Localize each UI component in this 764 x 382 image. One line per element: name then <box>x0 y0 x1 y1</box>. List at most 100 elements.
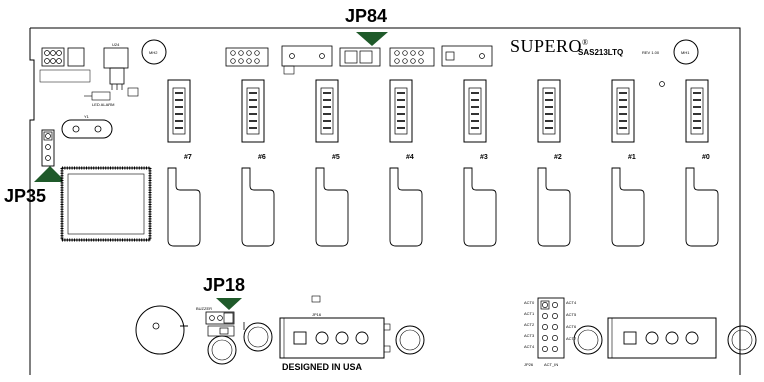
act-header-pin <box>542 324 548 330</box>
act-header-pin <box>552 324 558 330</box>
drive-bay-2 <box>315 79 349 247</box>
controller-chip <box>60 166 152 242</box>
bay-label: #0 <box>702 154 710 161</box>
act-label-right: ACT4 <box>566 300 577 305</box>
designed-in-usa: DESIGNED IN USA <box>282 362 363 372</box>
power-connector-left <box>279 295 391 359</box>
label-y1: Y1 <box>84 114 89 119</box>
callout-jp35: JP35 <box>4 186 47 206</box>
act-label-right: ACT7 <box>566 336 577 341</box>
act-label-right: ACT6 <box>566 324 577 329</box>
label-buzzer: BUZZER <box>196 306 212 311</box>
bay-slot <box>167 167 201 247</box>
mount-hole-mh2 <box>141 39 167 65</box>
label-act-in: ACT_IN <box>544 362 559 367</box>
act-label-right: ACT5 <box>566 312 577 317</box>
drive-bays <box>167 79 719 247</box>
bay-label: #5 <box>332 154 340 161</box>
act-label-left: ACT3 <box>524 333 535 338</box>
jumper-jp35 <box>41 129 55 167</box>
bay-slot <box>241 167 275 247</box>
capacitor-c4 <box>395 325 425 355</box>
sas-connector-inner <box>172 87 186 135</box>
sas-connector <box>389 79 413 143</box>
bay-slot <box>685 167 719 247</box>
jp18-marker <box>216 298 242 310</box>
drive-bay-6 <box>611 79 645 247</box>
model-label: SAS213LTQ <box>578 48 624 57</box>
sas-connector <box>685 79 709 143</box>
registered-mark: ® <box>582 38 589 47</box>
bay-label: #6 <box>258 154 266 161</box>
mount-hole-small <box>659 81 665 87</box>
bay-label: #4 <box>406 154 414 161</box>
chip-u24 <box>103 47 129 90</box>
act-header-pin <box>542 313 548 319</box>
act-header-pin <box>552 346 558 352</box>
capacitors-left <box>207 322 273 365</box>
act-label-left: ACT4 <box>524 344 535 349</box>
drive-bay-4 <box>463 79 497 247</box>
sas-connector-inner <box>616 87 630 135</box>
act-header-pin <box>542 302 548 308</box>
bay-slot <box>463 167 497 247</box>
drive-bay-7 <box>685 79 719 247</box>
sas-connector-inner <box>246 87 260 135</box>
callout-jp84: JP84 <box>345 6 388 26</box>
sas-connector <box>167 79 191 143</box>
act-label-left: ACT2 <box>524 322 535 327</box>
drive-bay-0 <box>167 79 201 247</box>
label-u24: U24 <box>112 42 120 47</box>
act-header-pin <box>552 335 558 341</box>
crystal-y1 <box>61 119 113 139</box>
act-header-pin <box>542 335 548 341</box>
bay-label: #3 <box>480 154 488 161</box>
bay-slot <box>537 167 571 247</box>
mount-hole-mh1 <box>673 39 699 65</box>
sas-connector <box>611 79 635 143</box>
bay-slot <box>389 167 423 247</box>
bay-label: #1 <box>628 154 636 161</box>
drive-bay-1 <box>241 79 275 247</box>
sas-connector <box>463 79 487 143</box>
act-header-pin <box>552 313 558 319</box>
revision-label: REV 1.00 <box>642 50 660 55</box>
drive-bay-5 <box>537 79 571 247</box>
sas-connector-inner <box>542 87 556 135</box>
callout-jp18: JP18 <box>203 275 246 295</box>
jp84-marker <box>356 32 388 46</box>
act-header-pin <box>542 346 548 352</box>
bay-slot <box>315 167 349 247</box>
power-connector-right <box>573 317 757 359</box>
sas-connector-inner <box>394 87 408 135</box>
sas-connector <box>537 79 561 143</box>
brand-logo-text: SUPERO <box>510 36 583 56</box>
act-header <box>537 297 565 359</box>
label-alarm: LED ALARM <box>92 102 115 107</box>
buzzer <box>135 305 188 355</box>
bay-label: #7 <box>184 154 192 161</box>
label-jp16: JP16 <box>312 312 322 317</box>
sas-connector-inner <box>320 87 334 135</box>
sas-connector <box>315 79 339 143</box>
sas-connector <box>241 79 265 143</box>
act-label-left: ACT0 <box>524 300 535 305</box>
label-jp26: JP26 <box>524 362 534 367</box>
jp35-marker <box>34 166 66 182</box>
act-header-pin <box>552 302 558 308</box>
bay-slot <box>611 167 645 247</box>
led-alarm-area <box>84 87 139 101</box>
bay-label: #2 <box>554 154 562 161</box>
jumper-jp18 <box>205 311 235 337</box>
board-outline <box>29 27 741 375</box>
top-jumper-row <box>225 45 493 75</box>
jumper-block-top-left <box>39 47 91 83</box>
sas-connector-inner <box>468 87 482 135</box>
label-mh1: MH1 <box>681 50 690 55</box>
act-label-left: ACT1 <box>524 311 535 316</box>
label-mh2: MH2 <box>149 50 158 55</box>
drive-bay-3 <box>389 79 423 247</box>
sas-connector-inner <box>690 87 704 135</box>
brand-logo: SUPERO® <box>510 36 589 57</box>
